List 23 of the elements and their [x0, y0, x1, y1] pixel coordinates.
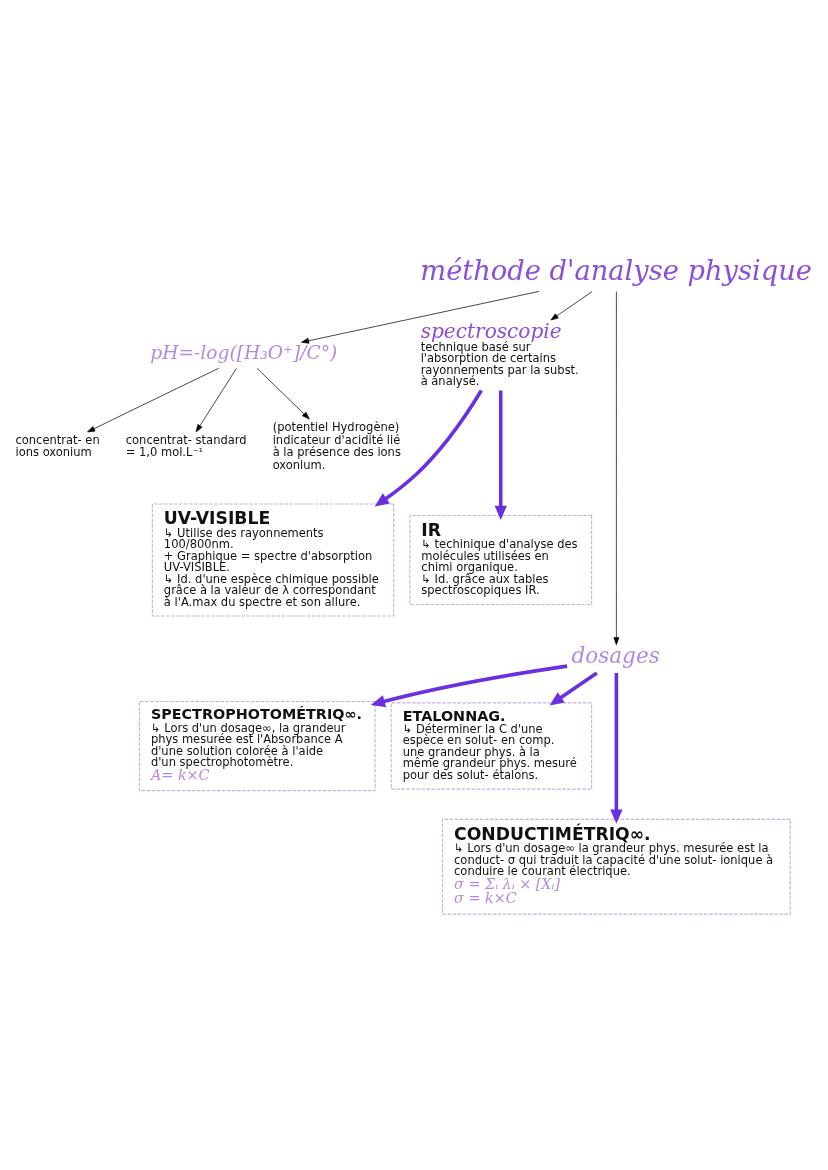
node-text: méthode d'analyse physique [420, 254, 812, 286]
arrow [87, 367, 220, 432]
arrow [195, 367, 237, 432]
arrow [610, 672, 623, 824]
arrow [549, 670, 598, 705]
node-text: concentrat- standard = 1,0 mol.L⁻¹ [125, 431, 247, 459]
node-text: (potentiel Hydrogène) indicateur d'acidité lié à la présence des ions oxonium. [272, 419, 401, 472]
arrow [370, 663, 568, 707]
node-text: spectroscopie technique basé sur l'absorption de certains rayonnements par la subst. à analysé. [420, 318, 579, 388]
arrow [256, 367, 310, 419]
node-text: pH=-log([H₃O⁺]/C°) [150, 341, 338, 363]
arrow [374, 389, 483, 506]
node-box: CONDUCTIMÉTRIQ∞. ↳ Lors d'un dosage∞ la grandeur phys. mesurée est la conduct- σ qui traduit la capacité d'une solut- ionique à conduire le courant électrique. σ = Σᵢ λᵢ × [Xᵢ] σ = k×C [441, 818, 791, 915]
node-text: concentrat- en ions oxonium [15, 431, 100, 459]
node-text: dosages [571, 642, 660, 668]
node-box: IR ↳ techinique d'analyse des molécules utilisées en chimi organique. ↳ Id. grâce aux tables spectroscopiques IR. [409, 514, 593, 605]
node-box: SPECTROPHOTOMÉTRIQ∞. ↳ Lors d'un dosage∞, la grandeur phys mesurée est l'Absorbance A d'une solution colorée à l'aide d'un spectrophotomètre. A= k×C [138, 700, 376, 791]
node-box: ETALONNAG. ↳ Déterminer la C d'une espèce en solut- en comp. une grandeur phys. à la même grandeur phys. mesuré pour des solut- étalons. [390, 701, 593, 790]
node-box: UV-VISIBLE ↳ Utilise des rayonnements 100/800nm. + Graphique = spectre d'absorption UV-VISIBLE. ↳ Id. d'une espèce chimique possible grâce à la valeur de λ correspondant à l'A.max du spectre et son allure. [151, 502, 395, 617]
arrow [550, 290, 593, 320]
arrow [494, 390, 507, 520]
arrow [613, 290, 620, 645]
arrow [301, 290, 540, 344]
